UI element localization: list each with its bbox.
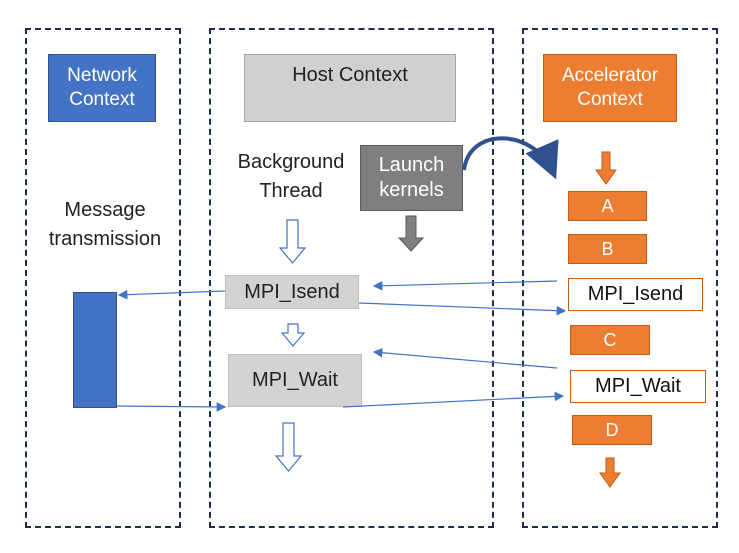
accel-bottom-down-arrow xyxy=(599,457,621,488)
message-line1: Message xyxy=(64,199,146,221)
network-title-line1: Network xyxy=(67,65,137,87)
message-line2: transmission xyxy=(48,228,162,250)
host-mpi-wait-box: MPI_Wait xyxy=(228,354,362,407)
host-wait-label: MPI_Wait xyxy=(252,369,338,391)
accelerator-context-panel xyxy=(522,28,718,528)
accel-mpi-isend-box: MPI_Isend xyxy=(568,278,703,311)
launch-line1: Launch xyxy=(378,154,445,176)
host-wait-to-accel-arrow xyxy=(342,391,565,408)
accel-title-line1: Accelerator xyxy=(561,65,659,87)
network-context-header: Network Context xyxy=(48,54,156,122)
accel-isend-label: MPI_Isend xyxy=(587,283,684,305)
accel-wait-to-host-arrow xyxy=(372,347,558,369)
accel-top-down-arrow xyxy=(595,151,617,185)
host-context-header: Host Context xyxy=(244,54,456,122)
kernel-d-label: D xyxy=(605,419,619,440)
kernel-b-label: B xyxy=(601,238,614,259)
accel-title-line2: Context xyxy=(577,89,643,110)
kernel-b-box: B xyxy=(568,234,647,264)
launch-curved-arrow xyxy=(462,136,559,180)
network-to-host-wait-arrow xyxy=(116,402,227,412)
accel-isend-to-host-arrow xyxy=(372,280,558,291)
bg-line2: Thread xyxy=(259,180,323,202)
launch-line2: kernels xyxy=(379,179,444,201)
launch-kernels-box: Launch kernels xyxy=(360,145,463,211)
kernel-c-label: C xyxy=(603,329,617,350)
accel-wait-label: MPI_Wait xyxy=(595,375,681,397)
host-mpi-isend-box: MPI_Isend xyxy=(225,275,359,309)
host-isend-label: MPI_Isend xyxy=(244,280,340,303)
host-title: Host Context xyxy=(292,64,408,86)
network-title-line2: Context xyxy=(69,89,135,110)
accelerator-context-header: Accelerator Context xyxy=(543,54,677,122)
network-context-panel xyxy=(25,28,181,528)
message-transmission-bar xyxy=(73,292,117,408)
launch-down-arrow xyxy=(397,215,425,252)
background-thread-label: Background Thread xyxy=(226,148,356,206)
host-context-panel xyxy=(209,28,494,528)
isend-to-wait-down-arrow xyxy=(280,323,306,347)
kernel-a-box: A xyxy=(568,191,647,221)
bg-line1: Background xyxy=(237,151,345,173)
bg-thread-down-arrow xyxy=(278,219,307,264)
wait-down-arrow xyxy=(274,422,303,472)
kernel-a-label: A xyxy=(601,195,614,216)
accel-mpi-wait-box: MPI_Wait xyxy=(570,370,706,403)
message-transmission-label: Message transmission xyxy=(40,196,170,254)
host-isend-to-network-arrow xyxy=(117,289,226,300)
kernel-c-box: C xyxy=(570,325,650,355)
kernel-d-box: D xyxy=(572,415,652,445)
host-isend-to-accel-arrow xyxy=(358,302,567,316)
